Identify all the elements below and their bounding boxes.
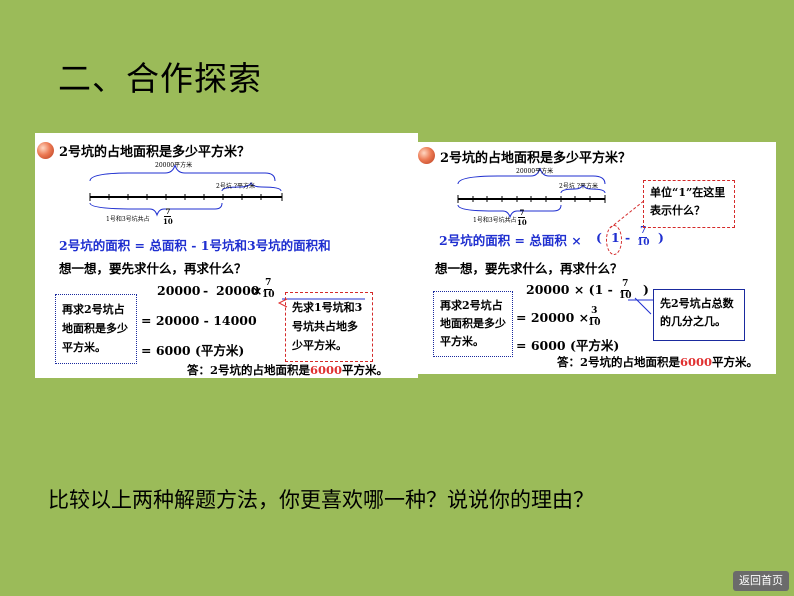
calc-line-1: 20000 × (1 -: [526, 282, 613, 297]
answer-prefix: 答：2号坑的占地面积是: [557, 355, 681, 369]
red-ball-icon: [37, 142, 54, 159]
calc-line-1-times: ×: [252, 283, 263, 298]
red-ball-icon: [418, 147, 435, 164]
think-prompt: 想一想，要先求什么，再求什么？: [435, 261, 623, 276]
formula-close-paren: ): [658, 230, 664, 245]
right-note-text: 先2号坑占总数的几分之几。: [660, 297, 734, 328]
panel-heading: 2号坑的占地面积是多少平方米？: [59, 145, 251, 160]
slide-title: 二、合作探索: [58, 59, 262, 98]
formula-text: 2号坑的面积 = 总面积 ×: [439, 233, 582, 248]
calc-line-3: = 6000 (平方米): [141, 343, 245, 358]
answer-line: 答：2号坑的占地面积是6000平方米。: [187, 362, 388, 378]
segment-diagram: [89, 164, 365, 308]
discussion-question: 比较以上两种解题方法，你更喜欢哪一种？说说你的理由？: [48, 488, 594, 512]
left-note-text: 再求2号坑占地面积是多少平方米。: [440, 299, 506, 348]
right-note-box: 先求1号坑和3号坑共占地多少平方米。: [285, 292, 373, 362]
calc-line-1-minus: -: [203, 283, 209, 298]
segment-diagram: [457, 167, 653, 315]
answer-line: 答：2号坑的占地面积是6000平方米。: [557, 354, 758, 370]
answer-suffix: 平方米。: [342, 363, 389, 377]
solution-panel-2: 2号坑的占地面积是多少平方米？ 20000平方米 2号坑 ?平方米 1号和3号坑…: [413, 142, 776, 374]
total-length-label: 20000平方米: [155, 162, 193, 169]
calc-line-2: = 20000 - 14000: [141, 313, 257, 328]
pit2-label: 2号坑 ?平方米: [559, 183, 598, 190]
pit13-label: 1号和3号坑共占: [473, 217, 517, 224]
answer-value: 6000: [680, 355, 713, 369]
calc-line-1-a: 20000: [157, 283, 201, 298]
calc-line-2: = 20000 ×: [516, 310, 590, 325]
pit2-label: 2号坑 ?平方米: [216, 183, 255, 190]
solution-panel-1: 2号坑的占地面积是多少平方米？ 20000平方米 2号坑 ?平方米 1号和3号坑…: [35, 133, 418, 378]
formula-minus: -: [625, 230, 631, 245]
think-prompt: 想一想，要先求什么，再求什么？: [59, 261, 247, 276]
answer-value: 6000: [310, 363, 343, 377]
pit13-label: 1号和3号坑共占: [106, 216, 150, 223]
answer-prefix: 答：2号坑的占地面积是: [187, 363, 311, 377]
left-note-box: 再求2号坑占地面积是多少平方米。: [55, 294, 137, 364]
left-note-box: 再求2号坑占地面积是多少平方米。: [433, 291, 513, 357]
unit-one-highlight: [606, 225, 622, 255]
right-note-text: 先求1号坑和3号坑共占地多少平方米。: [292, 301, 363, 352]
unit-note-box: 单位“1”在这里表示什么？: [643, 180, 735, 228]
total-length-label: 20000平方米: [516, 168, 554, 175]
back-home-button[interactable]: 返回首页: [733, 571, 789, 591]
calc-line-1-b: 20000: [216, 283, 260, 298]
calc-line-3: = 6000 (平方米): [516, 338, 620, 353]
calc-line-1-close: ): [643, 282, 649, 297]
right-note-box: 先2号坑占总数的几分之几。: [653, 289, 745, 341]
formula-text: 2号坑的面积 = 总面积 - 1号坑和3号坑的面积和: [59, 238, 331, 253]
left-note-text: 再求2号坑占地面积是多少平方米。: [62, 303, 128, 354]
unit-note-text: 单位“1”在这里表示什么？: [650, 186, 726, 217]
panel-heading: 2号坑的占地面积是多少平方米？: [440, 151, 632, 166]
formula-open-paren: (: [596, 230, 602, 245]
answer-suffix: 平方米。: [712, 355, 759, 369]
